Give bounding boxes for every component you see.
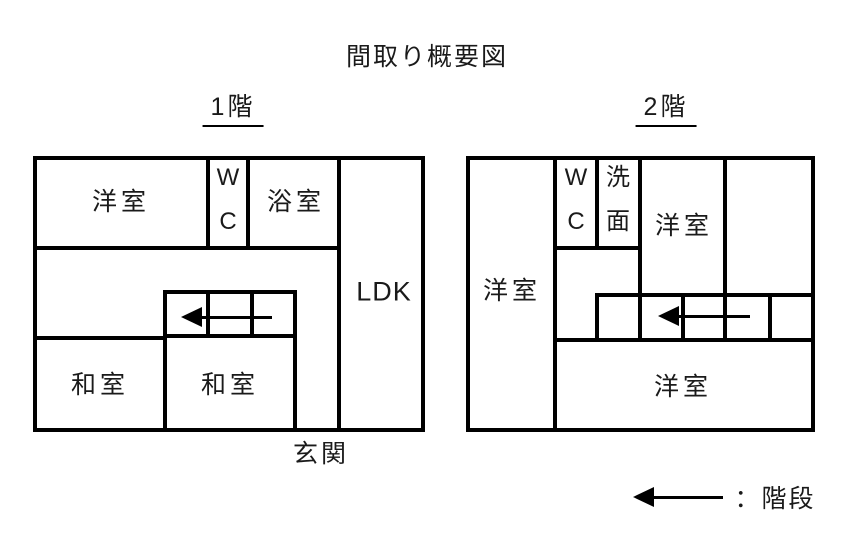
- room-label-washitsu-center-1f: 和室: [200, 371, 260, 399]
- stairs-box: [163, 290, 297, 338]
- wall: [37, 246, 341, 250]
- room-label-wc-1f: W C: [216, 164, 240, 235]
- legend-stairs-arrow-icon: [633, 487, 654, 507]
- room-label-yoshitsu-left-2f: 洋室: [482, 277, 542, 305]
- wall: [638, 160, 642, 342]
- floor1-heading: 1階: [202, 87, 264, 127]
- wall: [553, 246, 642, 250]
- entrance-label: 玄関: [292, 440, 350, 468]
- room-label-ldk-1f: LDK: [356, 276, 412, 307]
- wall: [723, 160, 727, 342]
- wall: [553, 160, 557, 428]
- room-label-washitsu-left-1f: 和室: [70, 371, 130, 399]
- room-label-yoshitsu-1f: 洋室: [91, 188, 151, 216]
- wall: [337, 160, 341, 428]
- stairs-arrow-icon: [672, 315, 750, 318]
- stairs-arrow-icon: [658, 306, 679, 326]
- wall: [163, 290, 167, 428]
- legend-stairs-label: ：階段: [734, 485, 816, 513]
- stair-tread-line: [768, 293, 772, 342]
- stair-tread-line: [206, 290, 210, 338]
- room-label-wc-2f: W C: [564, 164, 588, 235]
- floor2-heading: 2階: [635, 87, 697, 127]
- wall: [206, 160, 210, 250]
- page-title: 間取り概要図: [345, 43, 509, 71]
- room-label-yoshitsu-bottom-2f: 洋室: [653, 373, 713, 401]
- wall: [595, 160, 599, 250]
- stairs-arrow-icon: [195, 316, 272, 319]
- legend-stairs-arrow-icon: [647, 496, 723, 499]
- stairs-arrow-icon: [181, 307, 202, 327]
- floor1-plan: 洋室 W C 浴室 LDK 和室 和室: [33, 156, 425, 432]
- room-label-senmen-2f: 洗 面: [606, 164, 630, 235]
- wall: [595, 293, 811, 297]
- wall: [37, 336, 167, 340]
- wall: [293, 290, 297, 428]
- room-label-yokushitsu-1f: 浴室: [266, 188, 326, 216]
- stair-tread-line: [595, 293, 599, 342]
- stair-tread-line: [250, 290, 254, 338]
- floor2-plan: 洋室 W C 洗 面 洋室 洋室: [466, 156, 815, 432]
- wall: [246, 160, 250, 250]
- room-label-yoshitsu-top-2f: 洋室: [654, 212, 714, 240]
